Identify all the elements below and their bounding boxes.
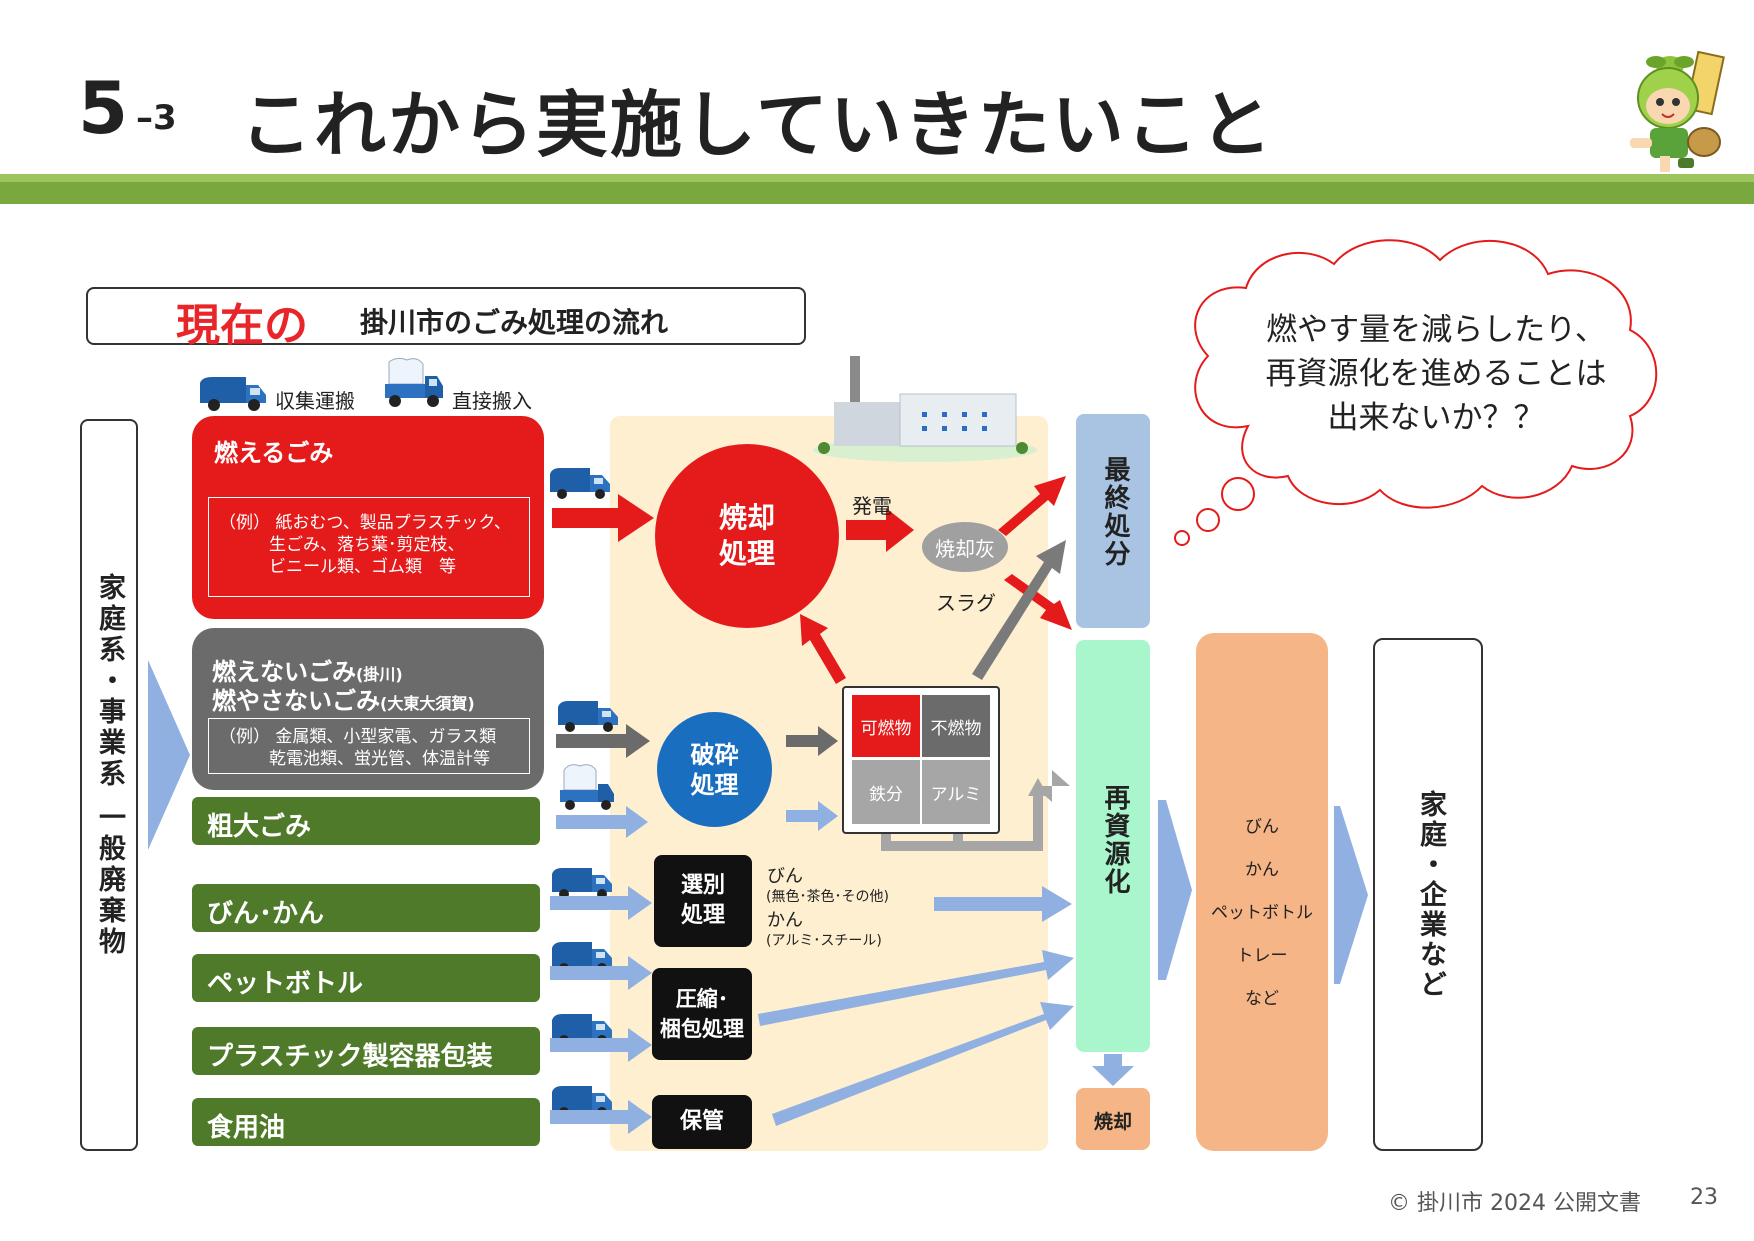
nonburnable-example-line-1: （例） 金属類、小型家電、ガラス類 [219,727,497,747]
noncombustible-cell: 不燃物 [922,695,990,757]
bottles-cans-label: びん･かん [207,899,325,929]
ash-node: 焼却灰 [922,522,1008,572]
nonburnable-example-box: （例） 金属類、小型家電、ガラス類 乾電池類、蛍光管、体温計等 [208,718,530,774]
burnable-example-line-1: （例） 紙おむつ、製品プラスチック、 [219,513,511,533]
page-number: 23 [1690,1185,1718,1210]
source-arrow [148,660,190,850]
sorting-node: 選別 処理 [654,855,752,947]
sort-output-cans-note: (アルミ･スチール) [766,933,882,949]
cooking-oil-box [192,1098,540,1146]
truck-burnable [550,468,610,499]
incineration-line-2: 処理 [718,537,775,570]
pet-bottle-box [192,954,540,1002]
slag-label: スラグ [936,591,996,615]
incinerator-factory-icon [813,356,1037,462]
header-bar [0,182,1754,204]
compression-line-2: 梱包処理 [660,1017,744,1041]
nonburnable-title-2: 燃やさないごみ [212,687,380,715]
subtitle-box [86,287,806,345]
sort-output-cans: かん [767,910,803,931]
direct-truck-bulky [560,764,614,810]
nonburnable-waste-title-2: 燃やさないごみ(大東大須賀) [212,681,475,716]
burnable-example-line-3: ビニール類、ゴム類 等 [269,557,456,577]
crushing-line-2: 処理 [690,770,739,799]
header-bar-light [0,174,1754,182]
product-item: など [1245,989,1279,1009]
truck-icon [200,377,266,411]
cooking-oil-label: 食用油 [207,1113,286,1143]
recycling-label: 再資源化 [1100,784,1130,896]
collection-label: 収集運搬 [275,389,355,413]
burnable-example-line-2: 生ごみ、落ち葉･剪定枝、 [269,535,465,555]
power-label: 発電 [852,494,892,518]
crushing-line-1: 破砕 [690,740,739,769]
final-disposal-box [1076,414,1150,628]
sorting-line-1: 選別 [680,873,725,898]
recycled-products-box [1196,633,1328,1151]
sort-output-bottles: びん [767,866,803,887]
direct-label: 直接搬入 [452,389,532,413]
aluminum-cell: アルミ [922,760,990,824]
product-item: かん [1245,860,1279,880]
crushing-node: 破砕 処理 [657,712,772,827]
users-box [1373,638,1483,1151]
sort-output-bottles-note: (無色･茶色･その他) [766,889,889,905]
section-number: 5 [78,66,131,150]
incineration-node: 焼却 処理 [655,444,839,628]
bottles-cans-box [192,884,540,932]
product-item: びん [1245,817,1279,837]
thought-line-2: 再資源化を進めることは [1265,356,1607,392]
combustible-cell: 可燃物 [852,695,920,757]
users-label: 家庭・企業など [1415,790,1446,1000]
thought-line-3: 出来ないか？？ [1327,400,1545,436]
recycled-products-list: びん かん ペットボトル トレー など [1196,806,1328,1021]
compression-node: 圧縮･ 梱包処理 [652,968,752,1060]
storage-node: 保管 [652,1095,752,1149]
subtitle-text: 掛川市のごみ処理の流れ [360,306,669,339]
subtitle-highlight: 現在の [176,300,308,351]
product-item: トレー [1236,946,1288,966]
incineration-line-1: 焼却 [718,501,775,534]
thought-line-1: 燃やす量を減らしたり、 [1266,312,1606,348]
burn-label: 焼却 [1093,1111,1132,1133]
nonburnable-waste-box [192,628,544,790]
mascot-icon [1630,50,1725,172]
bulky-waste-box [192,797,540,845]
iron-cell: 鉄分 [852,760,920,824]
compression-line-1: 圧縮･ [675,987,729,1011]
recycling-box [1076,640,1150,1052]
product-item: ペットボトル [1211,903,1313,923]
final-disposal-label: 最終処分 [1100,456,1130,568]
burnable-example-box: （例） 紙おむつ、製品プラスチック、 生ごみ、落ち葉･剪定枝、 ビニール類、ゴム… [208,497,530,597]
truck-nonburnable [558,701,618,732]
source-box [80,419,138,1151]
plastic-packaging-label: プラスチック製容器包装 [207,1042,493,1072]
nonburnable-title-1: 燃えないごみ [212,658,356,686]
source-label: 家庭系・事業系 一般廃棄物 [94,573,125,959]
thought-bubble [1174,239,1658,546]
nonburnable-note-2: (大東大須賀) [380,694,475,713]
direct-truck-icon [385,357,443,407]
sorting-line-2: 処理 [680,903,725,928]
nonburnable-example-line-2: 乾電池類、蛍光管、体温計等 [269,749,490,769]
truck-bottles [552,868,612,899]
burn-box [1076,1088,1150,1150]
nonburnable-note-1: (掛川) [356,665,403,684]
burnable-waste-box [192,416,544,619]
thought-text: 燃やす量を減らしたり、 再資源化を進めることは 出来ないか？？ [1236,308,1636,440]
nonburnable-waste-title: 燃えないごみ(掛川) [212,652,403,687]
pet-bottle-label: ペットボトル [207,969,364,999]
burnable-waste-title: 燃えるごみ [214,439,334,467]
page-title: これから実施していきたいこと [240,83,1274,167]
footer-copyright: © 掛川市 2024 公開文書 [1388,1191,1641,1216]
section-sub-number: –3 [136,98,177,138]
bulky-waste-label: 粗大ごみ [207,812,312,842]
plastic-packaging-box [192,1027,540,1075]
